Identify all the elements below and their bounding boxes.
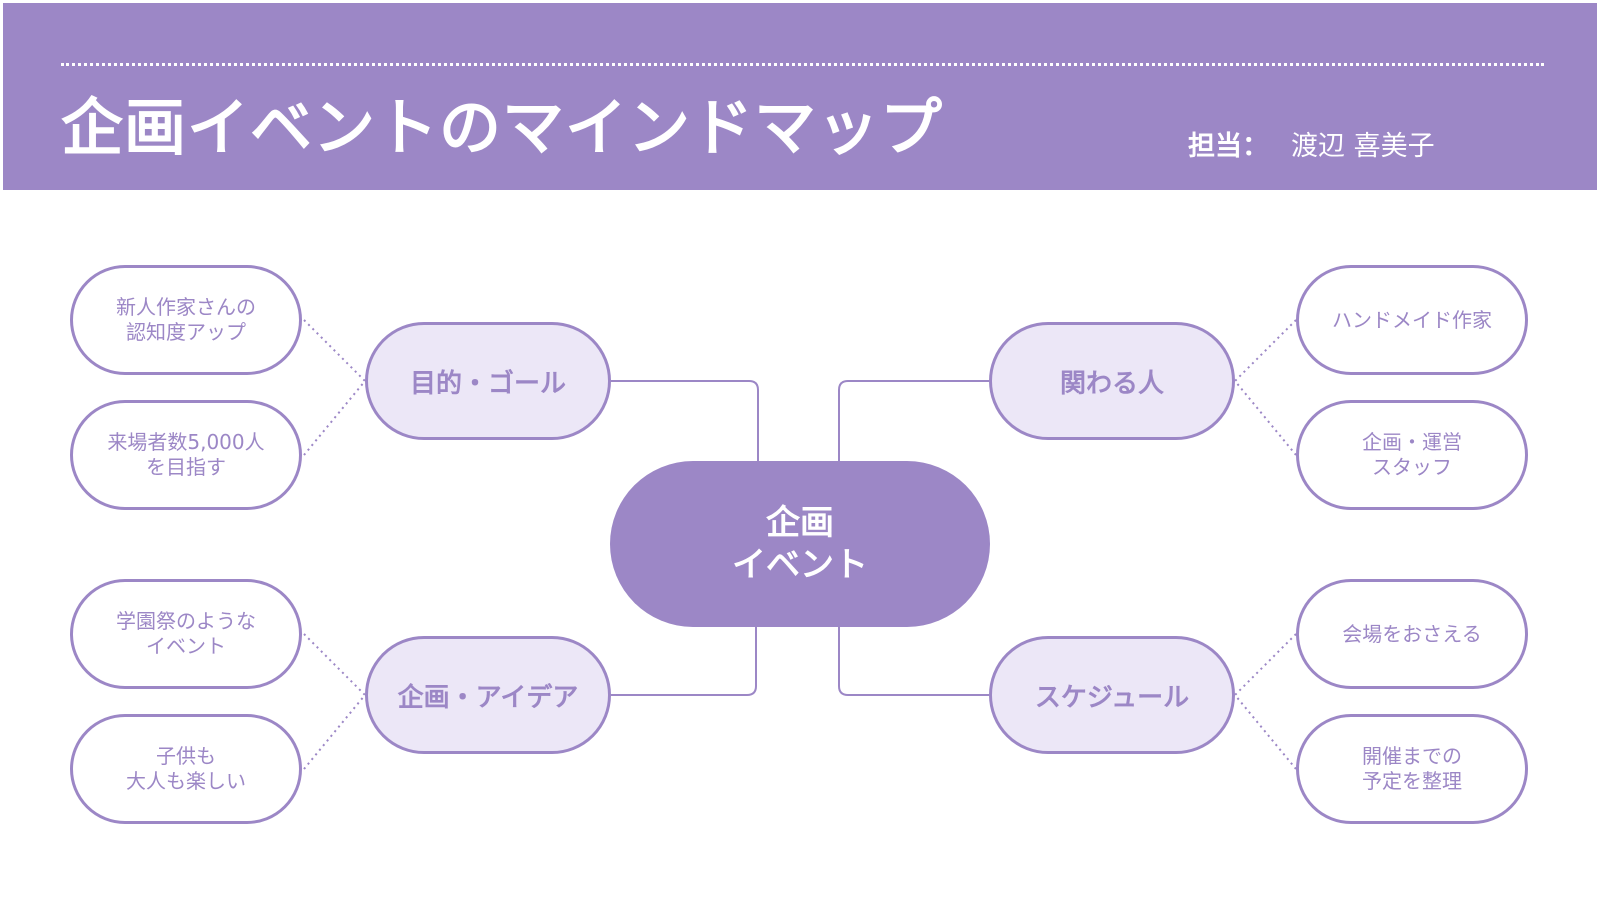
branch-node-schedule: スケジュール bbox=[989, 636, 1235, 754]
leaf-connector bbox=[303, 380, 366, 456]
leaf-node: 学園祭のような イベント bbox=[70, 579, 302, 689]
leaf-connector bbox=[1234, 694, 1297, 770]
leaf-node: 新人作家さんの 認知度アップ bbox=[70, 265, 302, 375]
connector-top-left bbox=[611, 380, 759, 461]
connector-bottom-left bbox=[611, 627, 757, 696]
leaf-node: 企画・運営 スタッフ bbox=[1296, 400, 1528, 510]
connector-top-right bbox=[838, 380, 989, 461]
connector-bottom-right bbox=[838, 627, 989, 696]
leaf-node: ハンドメイド作家 bbox=[1296, 265, 1528, 375]
owner-label: 担当： bbox=[1188, 131, 1269, 162]
leaf-connector bbox=[1234, 633, 1297, 696]
leaf-node: 開催までの 予定を整理 bbox=[1296, 714, 1528, 824]
leaf-node: 会場をおさえる bbox=[1296, 579, 1528, 689]
leaf-connector bbox=[1234, 319, 1297, 382]
leaf-connector bbox=[303, 694, 366, 770]
leaf-connector bbox=[303, 319, 366, 382]
dotted-divider bbox=[61, 63, 1544, 66]
owner-info: 担当： 渡辺 喜美子 bbox=[1188, 127, 1435, 167]
branch-node-goal: 目的・ゴール bbox=[365, 322, 611, 440]
header-banner: 企画イベントのマインドマップ 担当： 渡辺 喜美子 bbox=[3, 3, 1597, 190]
page-title: 企画イベントのマインドマップ bbox=[61, 91, 944, 164]
owner-name: 渡辺 喜美子 bbox=[1291, 131, 1435, 162]
leaf-node: 子供も 大人も楽しい bbox=[70, 714, 302, 824]
leaf-connector bbox=[303, 633, 366, 696]
leaf-connector bbox=[1234, 380, 1297, 456]
center-node: 企画 イベント bbox=[610, 461, 990, 627]
branch-node-ideas: 企画・アイデア bbox=[365, 636, 611, 754]
branch-node-people: 関わる人 bbox=[989, 322, 1235, 440]
leaf-node: 来場者数5,000人 を目指す bbox=[70, 400, 302, 510]
